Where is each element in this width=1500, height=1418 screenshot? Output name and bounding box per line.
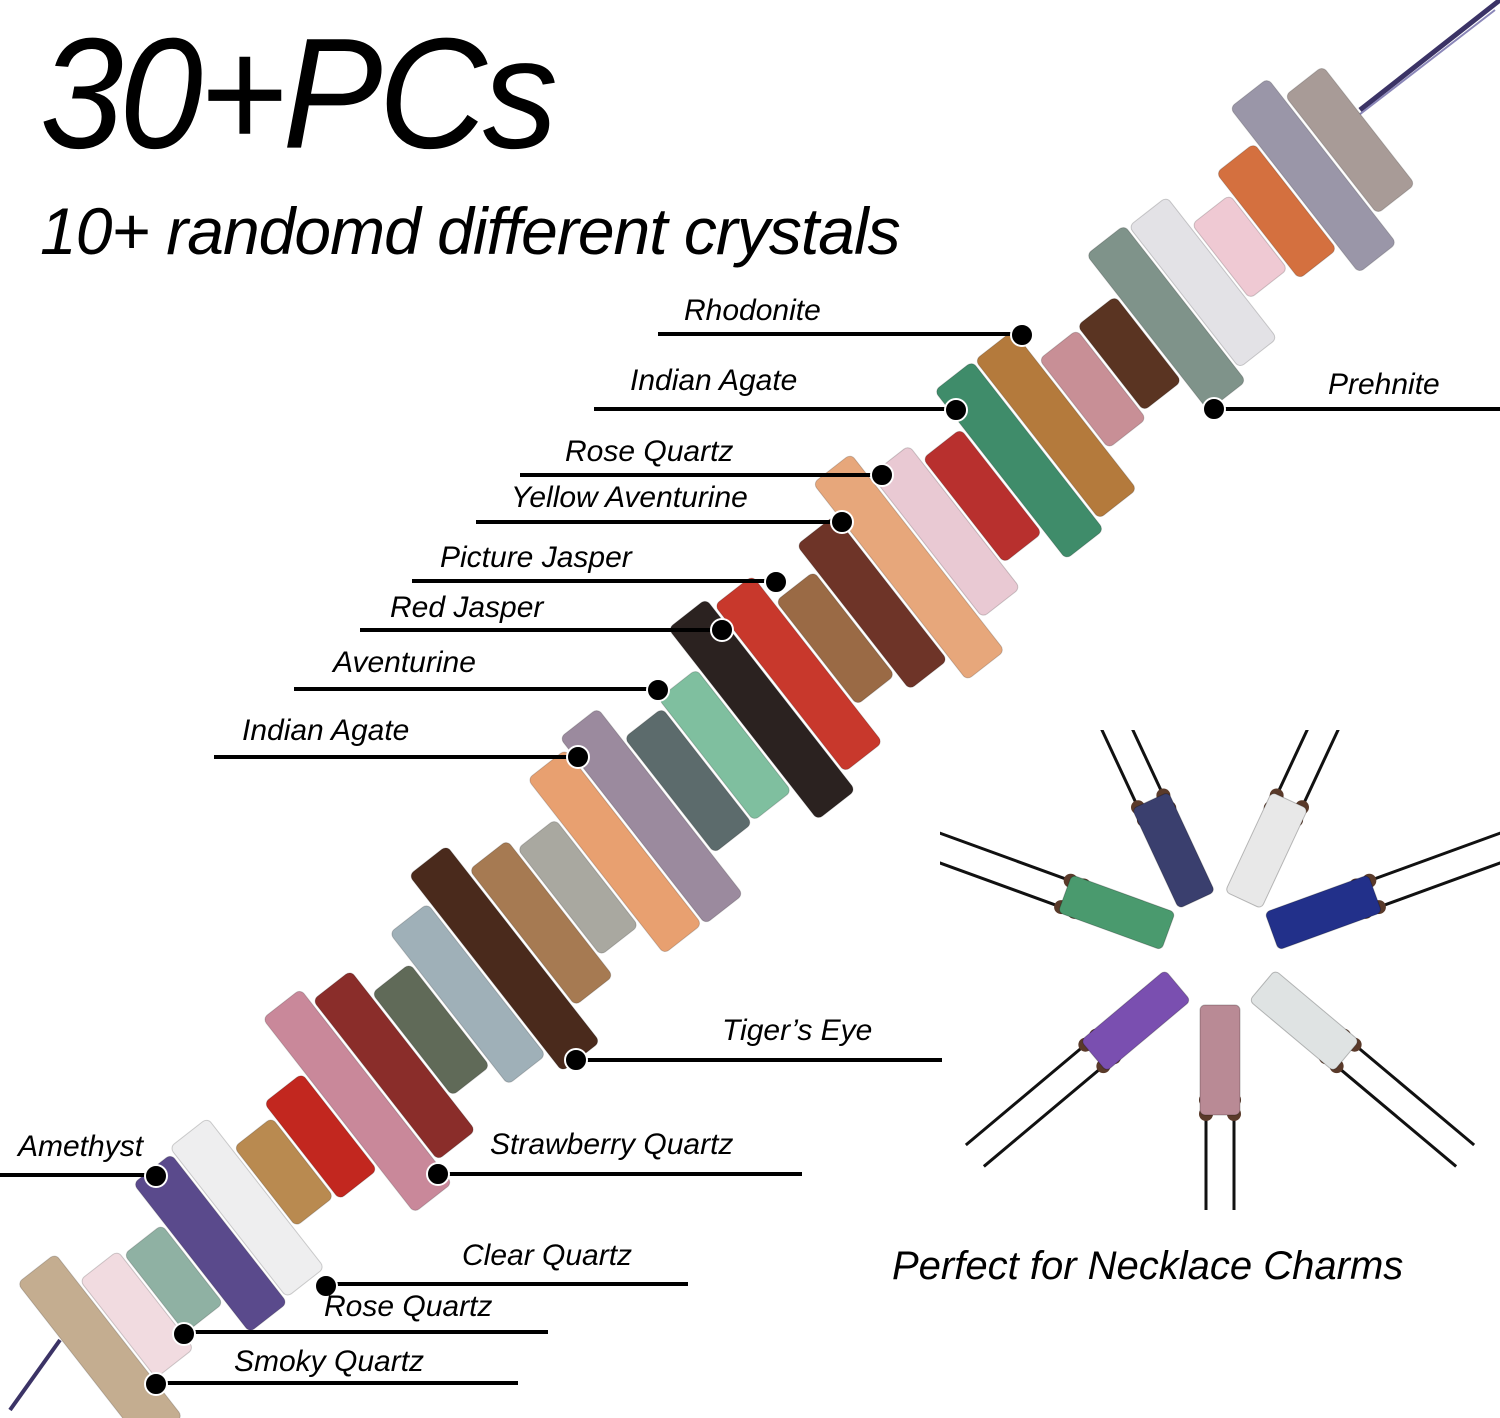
charm-pendant bbox=[1250, 971, 1358, 1070]
crystal-stone bbox=[777, 573, 893, 703]
crystal-stone bbox=[814, 455, 1003, 679]
charm-pendant bbox=[1133, 793, 1214, 908]
leader-line-strawberry-quartz bbox=[436, 1172, 802, 1176]
crystal-stone bbox=[1079, 298, 1180, 409]
marker-dot-indian-agate-2 bbox=[566, 745, 590, 769]
charm-pendant bbox=[1059, 875, 1175, 950]
marker-dot-smoky-quartz bbox=[144, 1372, 168, 1396]
crystal-stone bbox=[1130, 198, 1276, 366]
leader-line-clear-quartz bbox=[324, 1282, 688, 1286]
crystal-stone bbox=[1218, 145, 1335, 278]
label-indian-agate-1: Indian Agate bbox=[630, 364, 798, 397]
charm-pendants bbox=[940, 730, 1500, 1210]
leader-line-picture-jasper bbox=[412, 579, 776, 583]
crystal-stone bbox=[125, 1226, 222, 1331]
marker-dot-strawberry-quartz bbox=[426, 1162, 450, 1186]
marker-dot-aventurine bbox=[646, 678, 670, 702]
leader-line-smoky-quartz bbox=[154, 1381, 518, 1385]
leader-line-tigers-eye bbox=[576, 1058, 942, 1062]
crystal-stone bbox=[235, 1119, 332, 1225]
crystal-stone bbox=[1193, 196, 1286, 297]
leader-line-indian-agate-2 bbox=[214, 755, 578, 759]
charm-pendant bbox=[1226, 793, 1307, 908]
label-rhodonite: Rhodonite bbox=[684, 294, 821, 327]
marker-dot-prehnite bbox=[1202, 397, 1226, 421]
leader-line-indian-agate-1 bbox=[594, 407, 960, 411]
marker-dot-red-jasper bbox=[710, 618, 734, 642]
charms-caption: Perfect for Necklace Charms bbox=[892, 1244, 1404, 1288]
label-rose-quartz-2: Rose Quartz bbox=[324, 1290, 493, 1323]
crystal-stone bbox=[265, 1075, 376, 1198]
necklace-charms-image bbox=[940, 730, 1500, 1210]
crystal-stone bbox=[670, 600, 854, 818]
crystal-stone bbox=[471, 842, 612, 1004]
crystal-stone bbox=[529, 751, 700, 952]
charm-pendant bbox=[1265, 875, 1381, 950]
label-tigers-eye: Tiger’s Eye bbox=[722, 1014, 873, 1047]
crystal-stone bbox=[1088, 227, 1245, 409]
marker-dot-amethyst bbox=[144, 1164, 168, 1188]
crystal-stone bbox=[924, 430, 1041, 561]
leader-line-prehnite bbox=[1214, 407, 1500, 411]
label-amethyst: Amethyst bbox=[18, 1130, 144, 1163]
crystal-stone bbox=[373, 965, 488, 1094]
label-rose-quartz-1: Rose Quartz bbox=[565, 435, 734, 468]
crystal-stone bbox=[1286, 68, 1414, 212]
label-red-jasper: Red Jasper bbox=[390, 591, 544, 624]
marker-dot-picture-jasper bbox=[764, 570, 788, 594]
leader-line-rhodonite bbox=[658, 332, 1024, 336]
crystal-stone bbox=[976, 332, 1135, 517]
marker-dot-rose-quartz-1 bbox=[870, 463, 894, 487]
marker-dot-tigers-eye bbox=[564, 1048, 588, 1072]
marker-dot-indian-agate-1 bbox=[944, 398, 968, 422]
leader-line-rose-quartz-2 bbox=[184, 1330, 548, 1334]
crystal-stone bbox=[81, 1252, 192, 1377]
marker-dot-rhodonite bbox=[1010, 323, 1034, 347]
leader-line-red-jasper bbox=[360, 628, 722, 632]
page-subtitle: 10+ randomd different crystals bbox=[40, 194, 901, 268]
marker-dot-rose-quartz-2 bbox=[172, 1322, 196, 1346]
crystal-stone bbox=[264, 990, 451, 1211]
crystal-stone bbox=[519, 821, 637, 954]
marker-dot-yellow-aventurine bbox=[830, 510, 854, 534]
label-yellow-aventurine: Yellow Aventurine bbox=[511, 481, 748, 514]
page-title: 30+PCs bbox=[40, 4, 558, 182]
crystal-stone bbox=[561, 710, 742, 923]
leader-line-yellow-aventurine bbox=[476, 520, 844, 524]
leader-line-aventurine bbox=[294, 687, 658, 691]
crystal-stone bbox=[314, 972, 474, 1159]
label-clear-quartz: Clear Quartz bbox=[462, 1239, 633, 1272]
crystal-stone bbox=[716, 577, 881, 771]
leader-line-rose-quartz-1 bbox=[520, 473, 882, 477]
label-aventurine: Aventurine bbox=[333, 646, 476, 679]
label-indian-agate-2: Indian Agate bbox=[242, 714, 410, 747]
crystal-stone bbox=[626, 710, 751, 852]
crystal-stone bbox=[660, 671, 790, 819]
label-smoky-quartz: Smoky Quartz bbox=[234, 1345, 425, 1378]
marker-dot-clear-quartz bbox=[314, 1274, 338, 1298]
crystal-stone bbox=[798, 517, 946, 688]
label-picture-jasper: Picture Jasper bbox=[440, 541, 632, 574]
label-strawberry-quartz: Strawberry Quartz bbox=[490, 1128, 734, 1161]
crystal-stone bbox=[936, 363, 1102, 558]
charm-pendant bbox=[1082, 971, 1190, 1070]
crystal-stone bbox=[1040, 331, 1145, 447]
charm-pendant bbox=[1199, 1004, 1241, 1116]
crystal-stone bbox=[410, 847, 599, 1070]
crystal-stone bbox=[171, 1119, 323, 1296]
label-prehnite: Prehnite bbox=[1328, 368, 1440, 401]
leader-line-amethyst bbox=[0, 1173, 158, 1177]
crystal-stone bbox=[391, 905, 544, 1083]
crystal-stone bbox=[1231, 80, 1395, 271]
